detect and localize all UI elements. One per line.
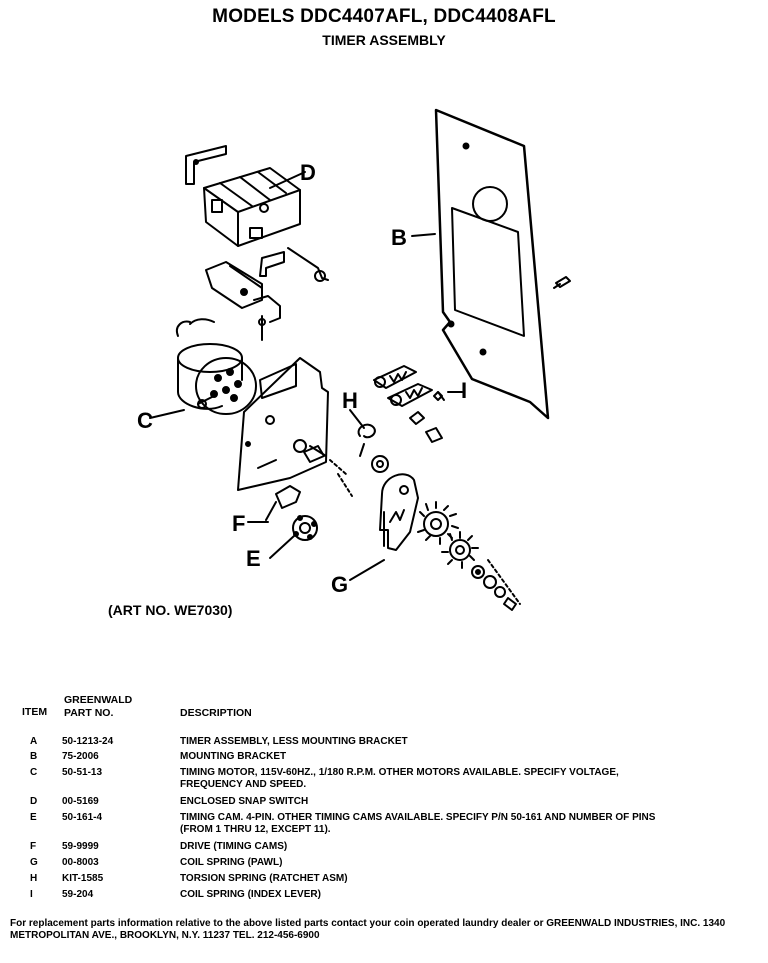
page-title: MODELS DDC4407AFL, DDC4408AFL [212,6,556,27]
row-item: I [30,889,33,900]
callout-h: H [342,388,358,413]
callout-b: B [391,225,407,250]
page-subtitle: TIMER ASSEMBLY [322,32,446,48]
row-desc: TIMING MOTOR, 115V-60HZ., 1/180 R.P.M. O… [180,767,619,790]
row-part: 50-1213-24 [62,736,114,747]
table-row: D 00-5169 ENCLOSED SNAP SWITCH [0,796,768,810]
snap-switch-part [185,145,329,341]
col-header-part-line2: PART NO. [64,707,114,719]
row-item: H [30,873,38,884]
table-row: A 50-1213-24 TIMER ASSEMBLY, LESS MOUNTI… [0,736,768,750]
table-row: F 59-9999 DRIVE (TIMING CAMS) [0,841,768,855]
row-item: B [30,751,38,762]
row-part: 50-161-4 [62,812,103,823]
pawl-spring-part [349,365,463,473]
table-row: C 50-51-13 TIMING MOTOR, 115V-60HZ., 1/1… [0,767,768,793]
row-desc: MOUNTING BRACKET [180,751,287,762]
row-item: A [30,736,38,747]
row-desc: DRIVE (TIMING CAMS) [180,841,288,852]
col-header-part-line1: GREENWALD [64,694,133,706]
art-number: (ART NO. WE7030) [108,602,233,618]
row-item: G [30,857,38,868]
timing-cam-part [269,515,318,559]
col-header-part: GREENWALD PART NO. [64,694,132,720]
row-part: 59-9999 [62,841,99,852]
timer-assembly-diagram [149,108,571,611]
row-item: F [30,841,37,852]
row-desc: TIMING CAM. 4-PIN. OTHER TIMING CAMS AVA… [180,812,656,835]
col-header-description: DESCRIPTION [180,707,252,719]
table-row: B 75-2006 MOUNTING BRACKET [0,751,768,765]
row-desc: ENCLOSED SNAP SWITCH [180,796,309,807]
row-item: C [30,767,38,778]
callout-f: F [232,511,246,536]
footer-contact-note: For replacement parts information relati… [10,918,726,941]
row-desc: COIL SPRING (PAWL) [180,857,283,868]
col-header-item: ITEM [22,706,48,718]
drive-part [247,485,301,523]
table-row: I 59-204 COIL SPRING (INDEX LEVER) [0,889,768,903]
table-row: E 50-161-4 TIMING CAM. 4-PIN. OTHER TIMI… [0,812,768,838]
callout-e: E [246,546,261,571]
timer-frame-part [237,357,353,497]
row-desc: TORSION SPRING (RATCHET ASM) [180,873,348,884]
row-desc: COIL SPRING (INDEX LEVER) [180,889,321,900]
mounting-bracket-part [411,108,571,420]
row-part: 75-2006 [62,751,99,762]
row-item: E [30,812,37,823]
row-part: 00-8003 [62,857,99,868]
row-part: KIT-1585 [62,873,104,884]
callout-d: D [300,160,316,185]
ratchet-assembly-part [349,473,521,611]
table-row: H KIT-1585 TORSION SPRING (RATCHET ASM) [0,873,768,887]
row-desc: TIMER ASSEMBLY, LESS MOUNTING BRACKET [180,736,408,747]
callout-i: I [461,378,468,403]
row-part: 59-204 [62,889,94,900]
callout-g: G [331,572,349,597]
table-row: G 00-8003 COIL SPRING (PAWL) [0,857,768,871]
row-part: 50-51-13 [62,767,103,778]
timing-motor-part [149,318,257,419]
callout-c: C [137,408,153,433]
row-part: 00-5169 [62,796,99,807]
row-item: D [30,796,38,807]
